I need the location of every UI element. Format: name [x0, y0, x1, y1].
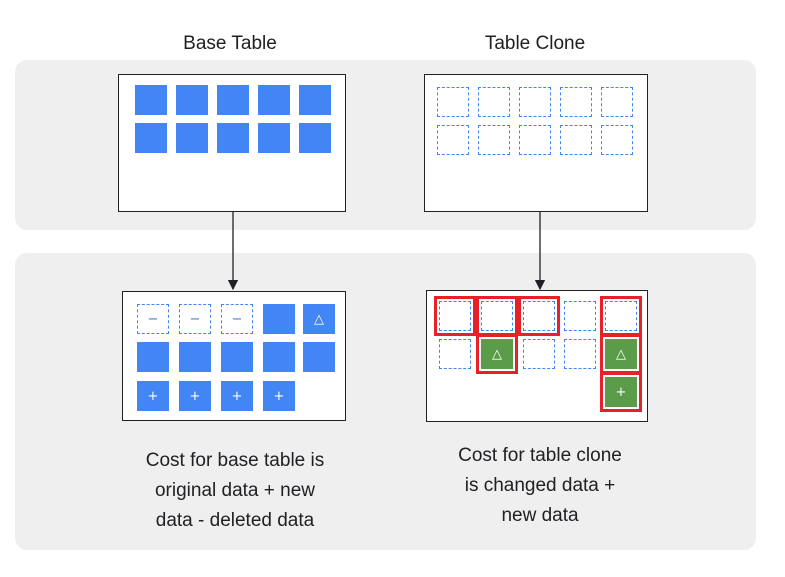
base-table-heading: Base Table — [183, 33, 277, 54]
changed-block: △ — [476, 334, 518, 374]
changed-reference-block — [476, 296, 518, 336]
reference-block — [564, 301, 596, 331]
base-table-caption: Cost for base table is original data + n… — [105, 446, 365, 536]
reference-block — [560, 125, 592, 155]
table-clone-modified: △ △ + — [426, 290, 648, 422]
data-block — [263, 342, 295, 372]
reference-block — [519, 125, 551, 155]
new-block: + — [137, 381, 169, 411]
reference-block — [523, 339, 555, 369]
reference-block — [519, 87, 551, 117]
data-block — [299, 123, 331, 153]
data-block — [179, 342, 211, 372]
data-block — [299, 85, 331, 115]
reference-block — [478, 125, 510, 155]
reference-block — [560, 87, 592, 117]
data-block — [217, 123, 249, 153]
deleted-block: − — [179, 304, 211, 334]
data-block — [135, 85, 167, 115]
new-block: + — [600, 372, 642, 412]
table-clone-original — [424, 74, 648, 212]
base-table-original — [118, 74, 346, 212]
changed-reference-block — [600, 296, 642, 336]
data-block — [135, 123, 167, 153]
plus-icon: + — [231, 388, 243, 404]
caption-line: original data + new — [154, 480, 316, 501]
reference-block — [439, 339, 471, 369]
deleted-block: − — [137, 304, 169, 334]
data-block — [137, 342, 169, 372]
delta-icon: △ — [616, 346, 626, 362]
reference-block — [564, 339, 596, 369]
data-block — [303, 342, 335, 372]
table-clone-caption: Cost for table clone is changed data + n… — [410, 441, 670, 531]
changed-reference-block — [518, 296, 560, 336]
caption-line: is changed data + — [464, 475, 616, 496]
caption-line: new data — [501, 505, 579, 526]
table-clone-heading: Table Clone — [484, 33, 586, 54]
data-block — [258, 123, 290, 153]
reference-block — [437, 125, 469, 155]
base-table-modified: − − − △ + + + + — [122, 291, 346, 421]
delta-icon: △ — [492, 346, 502, 362]
plus-icon: + — [147, 388, 159, 404]
data-block — [221, 342, 253, 372]
minus-icon: − — [147, 311, 159, 327]
data-block — [176, 123, 208, 153]
reference-block — [601, 125, 633, 155]
changed-block: △ — [600, 334, 642, 374]
data-block — [258, 85, 290, 115]
reference-block — [601, 87, 633, 117]
data-block — [176, 85, 208, 115]
plus-icon: + — [273, 388, 285, 404]
changed-block: △ — [303, 304, 335, 334]
new-block: + — [221, 381, 253, 411]
changed-reference-block — [434, 296, 476, 336]
plus-icon: + — [189, 388, 201, 404]
data-block — [217, 85, 249, 115]
minus-icon: − — [189, 311, 201, 327]
new-block: + — [263, 381, 295, 411]
reference-block — [478, 87, 510, 117]
caption-line: Cost for table clone — [458, 445, 622, 466]
data-block — [263, 304, 295, 334]
minus-icon: − — [231, 311, 243, 327]
caption-line: data - deleted data — [155, 510, 315, 531]
plus-icon: + — [615, 384, 627, 400]
delta-icon: △ — [314, 311, 324, 327]
reference-block — [437, 87, 469, 117]
caption-line: Cost for base table is — [145, 450, 325, 471]
new-block: + — [179, 381, 211, 411]
deleted-block: − — [221, 304, 253, 334]
